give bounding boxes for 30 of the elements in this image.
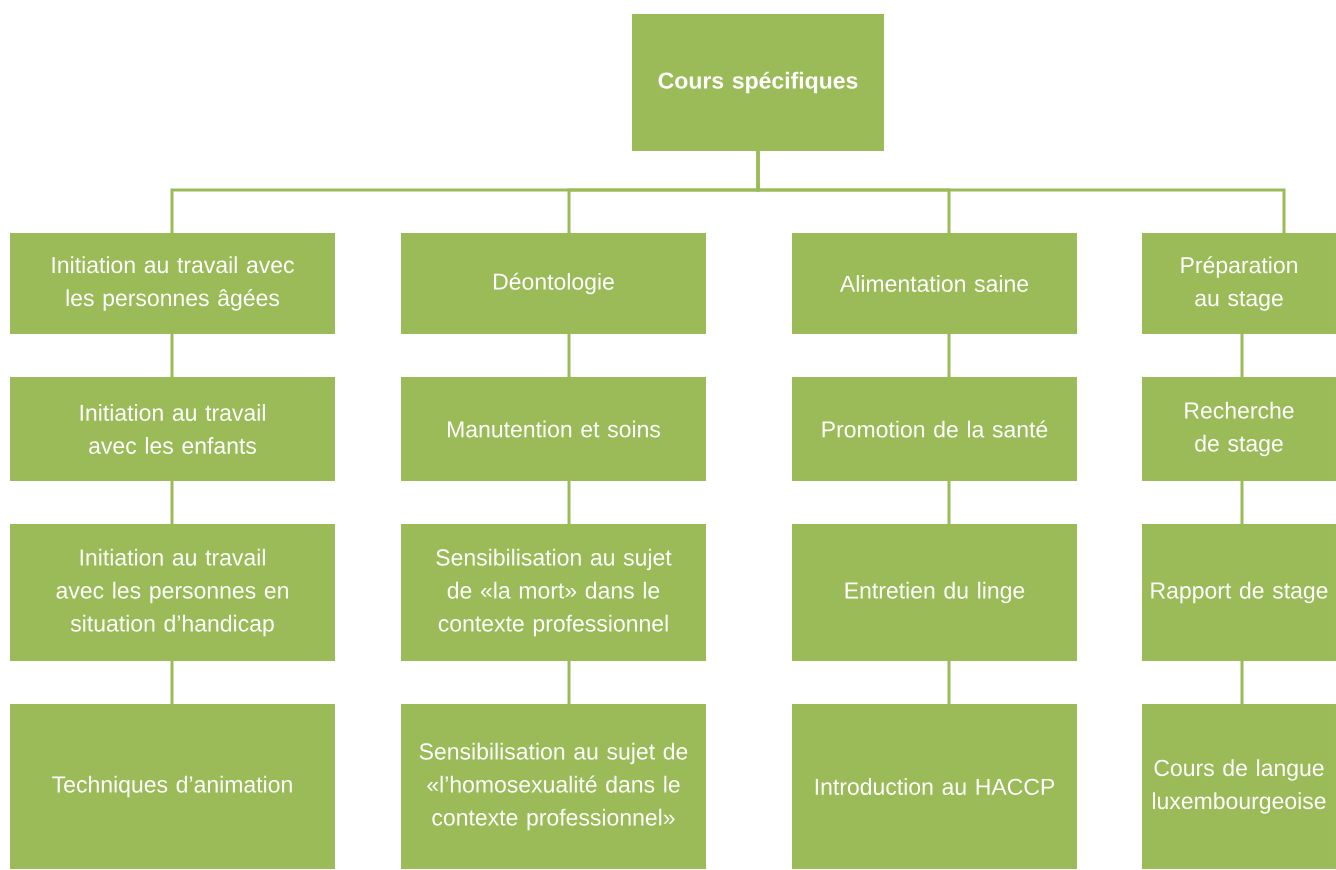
course-box: Initiation au travail avec les personnes en situation d’handicap [10, 524, 335, 661]
connector-line [567, 481, 571, 524]
course-box: Cours de langue luxembourgeoise [1142, 704, 1336, 869]
connector-line [1240, 334, 1244, 377]
connector-line [170, 334, 174, 377]
connector-line [756, 151, 1286, 233]
course-box: Sensibilisation au sujet de «l’homosexualité dans le contexte professionnel» [401, 704, 706, 869]
connector-line [1240, 661, 1244, 704]
course-box: Techniques d’animation [10, 704, 335, 869]
course-box: Rapport de stage [1142, 524, 1336, 661]
course-box: Initiation au travail avec les personnes âgées [10, 233, 335, 334]
connector-line [567, 661, 571, 704]
course-box: Entretien du linge [792, 524, 1077, 661]
course-box: Recherche de stage [1142, 377, 1336, 481]
connector-line [1240, 481, 1244, 524]
course-box: Promotion de la santé [792, 377, 1077, 481]
course-box: Manutention et soins [401, 377, 706, 481]
connector-line [947, 481, 951, 524]
connector-line [947, 334, 951, 377]
course-box: Déontologie [401, 233, 706, 334]
course-box: Sensibilisation au sujet de «la mort» dans le contexte professionnel [401, 524, 706, 661]
connector-line [947, 661, 951, 704]
course-box: Alimentation saine [792, 233, 1077, 334]
course-box: Introduction au HACCP [792, 704, 1077, 869]
title-box: Cours spécifiques [632, 14, 884, 151]
connector-line [567, 334, 571, 377]
connector-line [170, 661, 174, 704]
course-box: Préparation au stage [1142, 233, 1336, 334]
course-box: Initiation au travail avec les enfants [10, 377, 335, 481]
connector-line [170, 481, 174, 524]
